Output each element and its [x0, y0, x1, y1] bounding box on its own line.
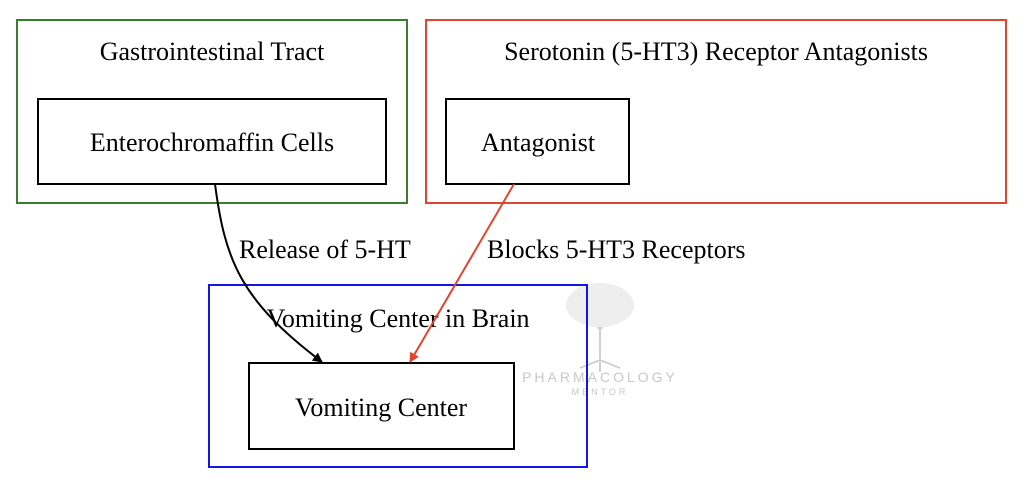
edge-release-of-5ht: Release of 5-HT: [214, 183, 411, 363]
node-label: Enterochromaffin Cells: [90, 128, 334, 157]
cluster-title: Serotonin (5-HT3) Receptor Antagonists: [504, 37, 928, 66]
node-antagonist: Antagonist: [445, 98, 630, 185]
watermark-line1: PHARMACOLOGY: [522, 369, 678, 385]
edge-blocks-5ht3-receptors: Blocks 5-HT3 Receptors: [409, 183, 746, 363]
watermark-logo: PHARMACOLOGY MENTOR: [522, 283, 678, 397]
cluster-gastrointestinal-tract: Gastrointestinal Tract: [16, 19, 408, 204]
edge-label: Release of 5-HT: [239, 235, 411, 264]
watermark-line2: MENTOR: [572, 387, 629, 397]
cluster-vomiting-center-in-brain: Vomiting Center in Brain: [208, 284, 588, 468]
edge-label: Blocks 5-HT3 Receptors: [487, 235, 746, 264]
node-label: Vomiting Center: [295, 393, 467, 422]
cluster-receptor-antagonists: Serotonin (5-HT3) Receptor Antagonists: [425, 19, 1007, 204]
tree-icon: [566, 283, 634, 372]
node-label: Antagonist: [481, 128, 596, 157]
cluster-title: Gastrointestinal Tract: [100, 37, 325, 66]
cluster-title: Vomiting Center in Brain: [266, 304, 529, 333]
node-vomiting-center: Vomiting Center: [248, 362, 515, 450]
node-enterochromaffin-cells: Enterochromaffin Cells: [37, 98, 387, 185]
